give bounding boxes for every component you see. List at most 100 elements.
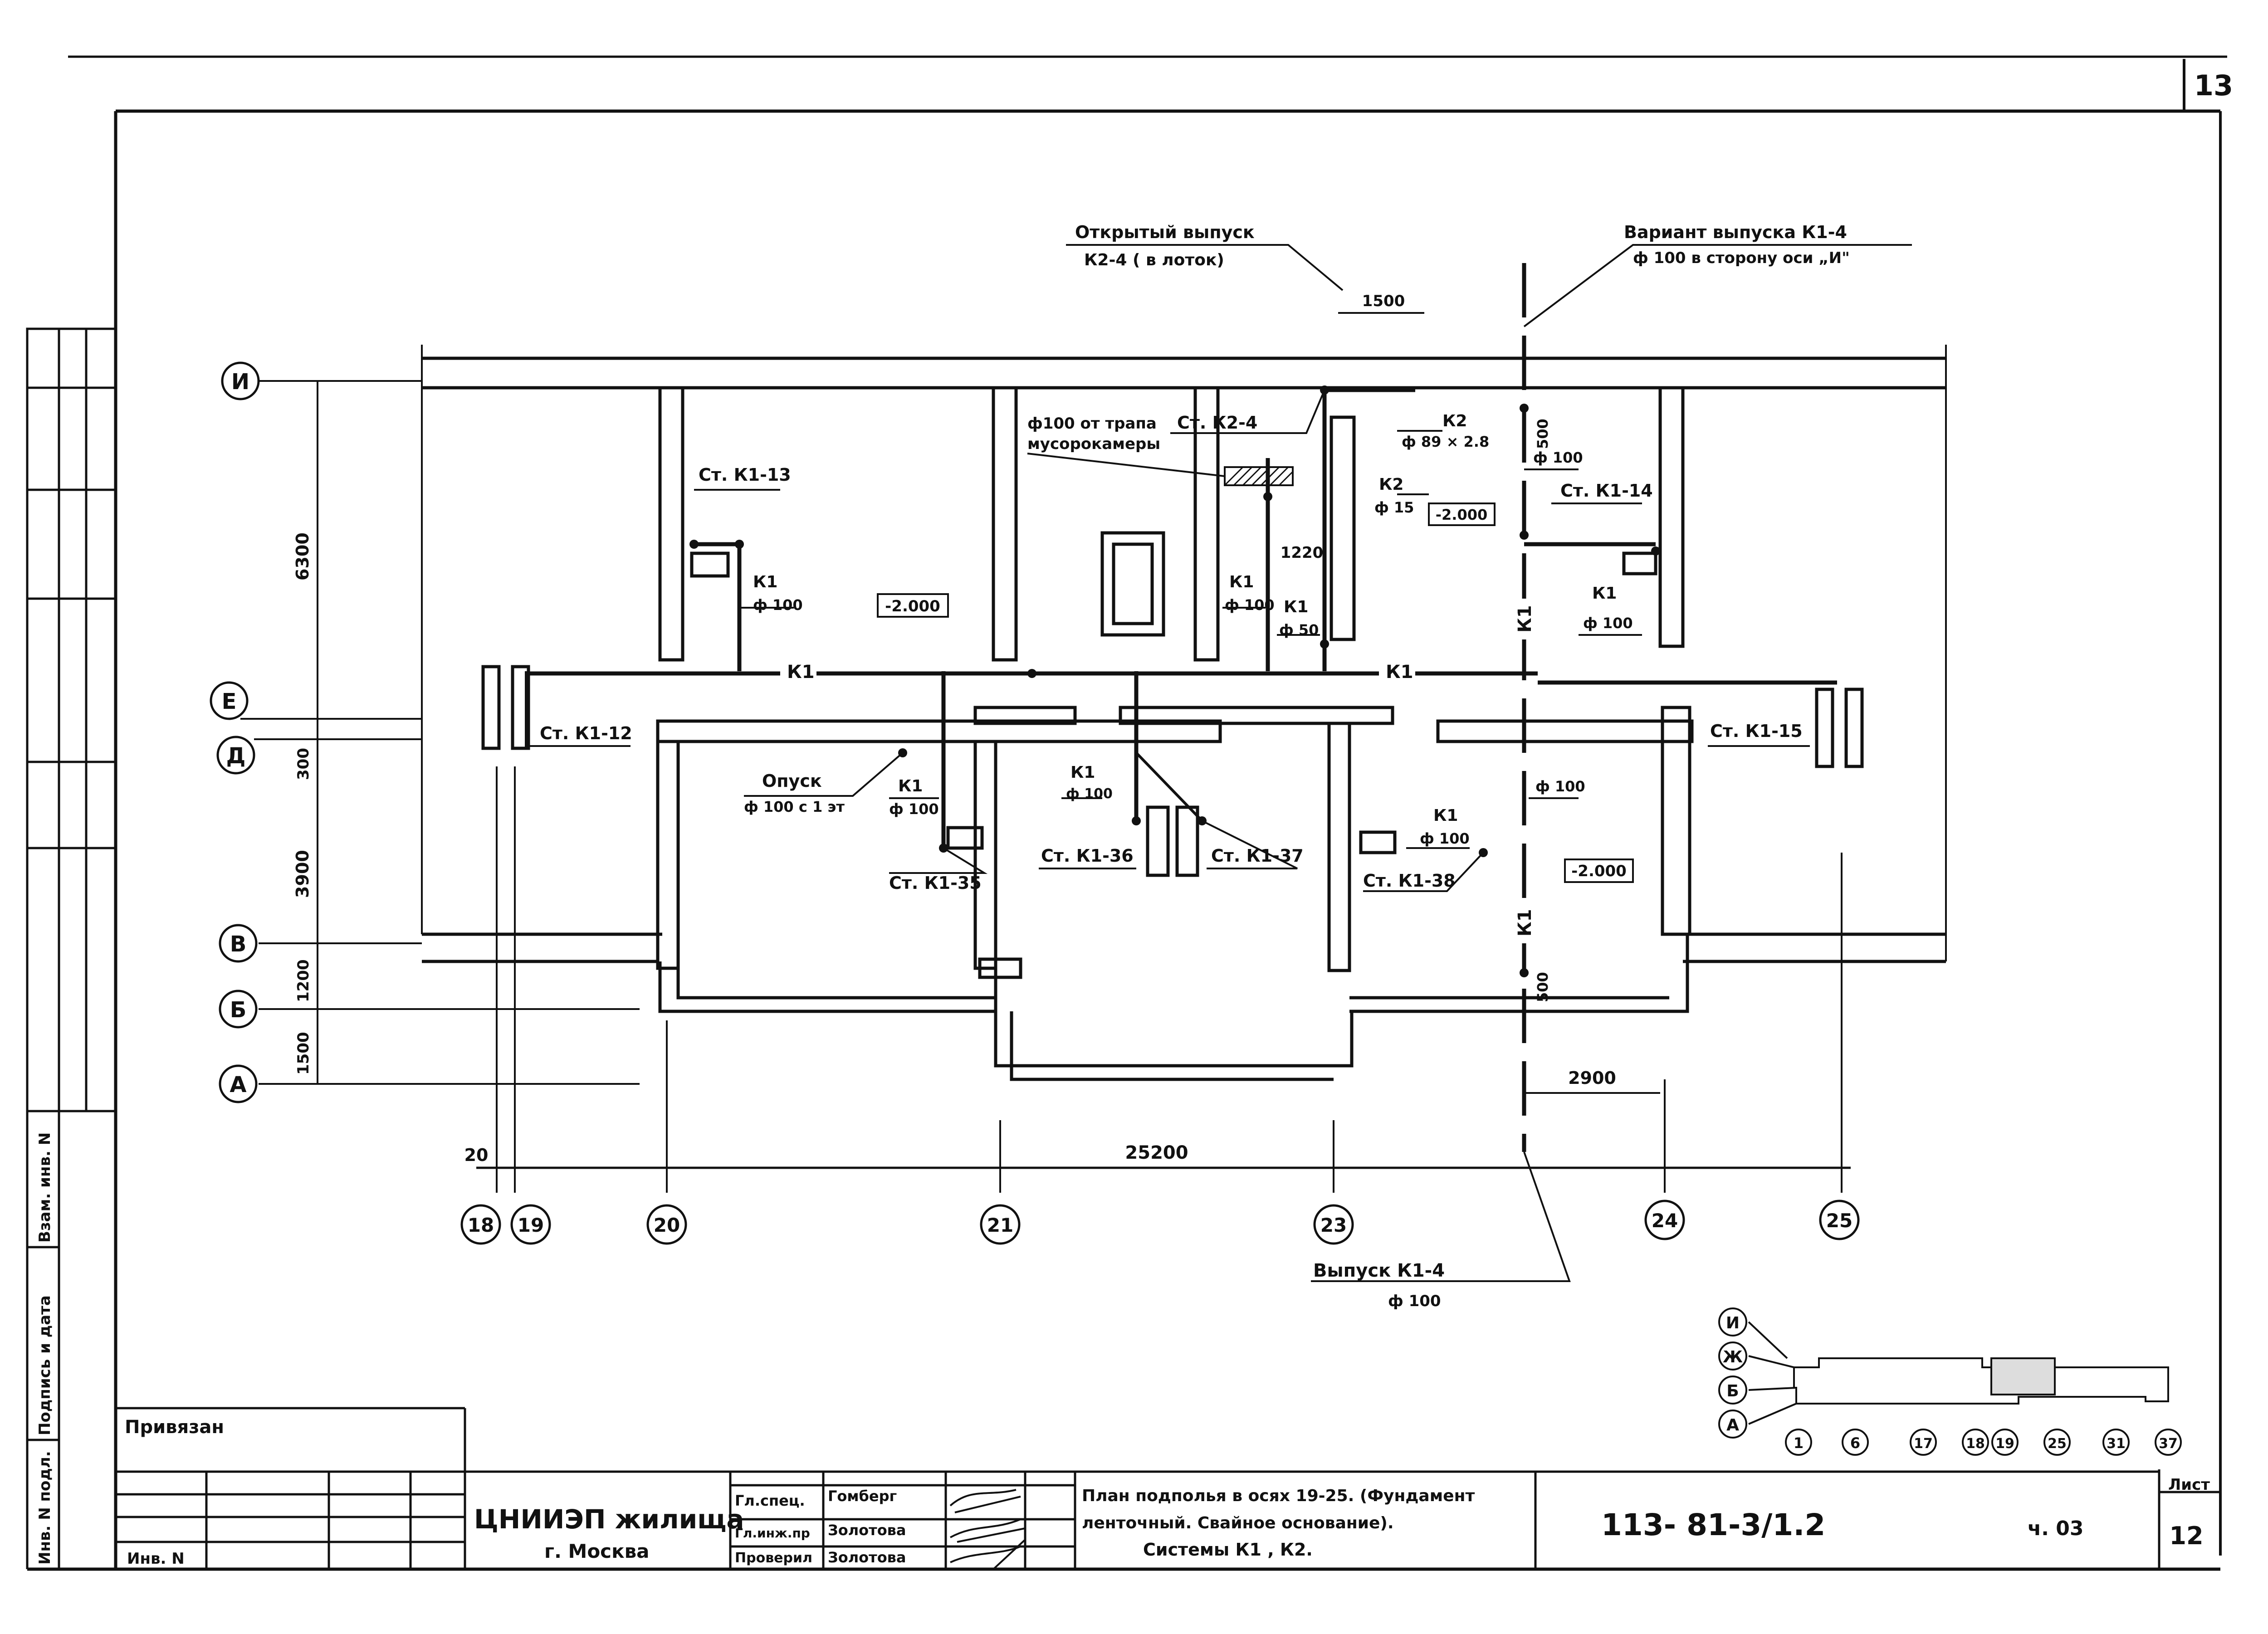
axis-row-A: А <box>230 1072 246 1097</box>
label-k1-100-d-d: ф 100 <box>889 800 939 818</box>
dim-500-top: 500 <box>1534 419 1551 449</box>
label-k1-100-a: К1 <box>753 573 777 591</box>
title-sheet-num: 12 <box>2169 1522 2203 1550</box>
axis-col-24: 24 <box>1652 1210 1678 1232</box>
sheet-frame <box>27 55 2227 1571</box>
title-desc-1: План подполья в осях 19-25. (Фундамент <box>1082 1487 1475 1505</box>
title-code: 113- 81-3/1.2 <box>1601 1507 1825 1542</box>
title-role-2: Гл.инж.пр <box>735 1526 810 1541</box>
title-inv: Инв. N <box>127 1550 185 1568</box>
axis-row-I: И <box>231 369 249 395</box>
label-opusk-1: Опуск <box>762 771 822 791</box>
title-org-2: г. Москва <box>544 1540 650 1562</box>
label-k2-a: К2 <box>1442 412 1467 430</box>
label-st-k1-15: Ст. К1-15 <box>1710 721 1803 741</box>
title-desc-2: ленточный. Свайное основание). <box>1082 1514 1394 1532</box>
label-st-k1-37: Ст. К1-37 <box>1211 846 1304 866</box>
title-block-lines <box>116 1407 2220 1569</box>
key-plan <box>1718 1307 2182 1456</box>
k1-vert-b-bg <box>1513 902 1535 943</box>
label-k1-100-f-d: ф 100 <box>1420 830 1470 847</box>
label-st-k1-38: Ст. К1-38 <box>1363 871 1456 891</box>
title-sheet-label: Лист <box>2168 1476 2210 1494</box>
key-col-18: 18 <box>1966 1436 1985 1452</box>
key-row-I: И <box>1726 1314 1740 1332</box>
k1-main-a-bg <box>780 660 816 683</box>
axis-lines <box>240 380 1851 1193</box>
label-k1-100-e: К1 <box>1070 763 1095 782</box>
label-k1-100-c: К1 <box>1592 584 1617 603</box>
dim-6300: 6300 <box>293 532 313 580</box>
key-col-31: 31 <box>2107 1436 2126 1452</box>
label-k2-a-d: ф 89 × 2.8 <box>1402 433 1489 450</box>
axis-col-20: 20 <box>654 1214 680 1236</box>
dim-1220: 1220 <box>1281 544 1324 562</box>
label-st-k2-4: Ст. К2-4 <box>1177 413 1257 433</box>
k1-vert-a-bg <box>1513 599 1535 639</box>
axis-row-E: Е <box>222 689 237 714</box>
label-k1-50-d: ф 50 <box>1279 621 1319 639</box>
signatures <box>949 1489 1026 1570</box>
dim-300: 300 <box>294 748 313 780</box>
leader-lines <box>528 244 1912 1282</box>
axis-col-21: 21 <box>987 1214 1013 1236</box>
key-col-37: 37 <box>2159 1436 2178 1452</box>
dim-20: 20 <box>464 1145 489 1165</box>
label-st-k1-35: Ст. К1-35 <box>889 873 982 893</box>
label-outlet-1: Выпуск К1-4 <box>1313 1260 1445 1281</box>
axis-col-18: 18 <box>468 1214 494 1236</box>
label-st-k1-14: Ст. К1-14 <box>1560 481 1653 501</box>
title-org-1: ЦНИИЭП жилища <box>474 1504 744 1535</box>
axis-col-23: 23 <box>1320 1214 1347 1236</box>
label-k1-100-c-d: ф 100 <box>1583 615 1633 632</box>
dim-1500-top: 1500 <box>1362 292 1405 310</box>
label-outlet-2: ф 100 <box>1388 1292 1441 1310</box>
building-walls <box>421 345 1947 1081</box>
label-k1-100-f: К1 <box>1433 806 1458 825</box>
label-k1-main-a: К1 <box>787 662 815 683</box>
title-role-3: Проверил <box>735 1550 812 1566</box>
title-desc-3: Системы К1 , К2. <box>1143 1540 1313 1560</box>
label-opusk-2: ф 100 с 1 эт <box>744 798 845 815</box>
key-row-A: А <box>1726 1416 1739 1434</box>
axis-col-19: 19 <box>518 1214 544 1236</box>
axis-row-V: В <box>230 932 247 957</box>
dim-25200: 25200 <box>1125 1142 1188 1163</box>
axis-bubbles <box>210 361 1860 1245</box>
hatch-trap <box>1224 466 1294 486</box>
label-k1-main-b: К1 <box>1386 662 1413 683</box>
label-variant-1: Вариант выпуска К1-4 <box>1624 222 1847 242</box>
title-privyazan: Привязан <box>125 1417 224 1438</box>
label-phi100-r: ф 100 <box>1533 449 1583 466</box>
label-k1-100-b-d: ф 100 <box>1225 596 1275 614</box>
key-col-19: 19 <box>1995 1436 2014 1452</box>
key-col-25: 25 <box>2048 1436 2067 1452</box>
axis-col-25: 25 <box>1826 1210 1853 1232</box>
label-trap-1: ф100 от трапа <box>1027 415 1157 433</box>
level-3: -2.000 <box>1571 862 1627 880</box>
label-k1-50: К1 <box>1284 598 1308 616</box>
title-name-1: Гомберг <box>828 1488 897 1505</box>
level-1: -2.000 <box>885 597 940 615</box>
level-box-2 <box>1428 502 1496 526</box>
axis-row-D: Д <box>226 743 246 769</box>
key-row-Zh: Ж <box>1723 1348 1743 1366</box>
label-k1-100-d: К1 <box>898 777 923 795</box>
key-col-6: 6 <box>1850 1434 1860 1452</box>
level-box-1 <box>877 593 949 618</box>
dim-500-bot: 500 <box>1534 972 1551 1002</box>
label-k1-100-e-d: ф 100 <box>1066 786 1113 802</box>
level-box-3 <box>1564 858 1634 883</box>
label-k1-vert-a: К1 <box>1515 605 1535 633</box>
side-stamp <box>26 327 117 1569</box>
level-2: -2.000 <box>1436 506 1488 523</box>
label-trap-2: мусорокамеры <box>1027 435 1160 453</box>
key-row-B: Б <box>1726 1382 1739 1400</box>
dim-1200: 1200 <box>294 959 313 1002</box>
label-st-k1-13: Ст. К1-13 <box>699 465 791 485</box>
label-st-k1-36: Ст. К1-36 <box>1041 846 1134 866</box>
stamp-vzam: Взам. инв. N <box>36 1132 54 1243</box>
k1-main-b-bg <box>1379 660 1415 683</box>
key-col-17: 17 <box>1914 1436 1933 1452</box>
